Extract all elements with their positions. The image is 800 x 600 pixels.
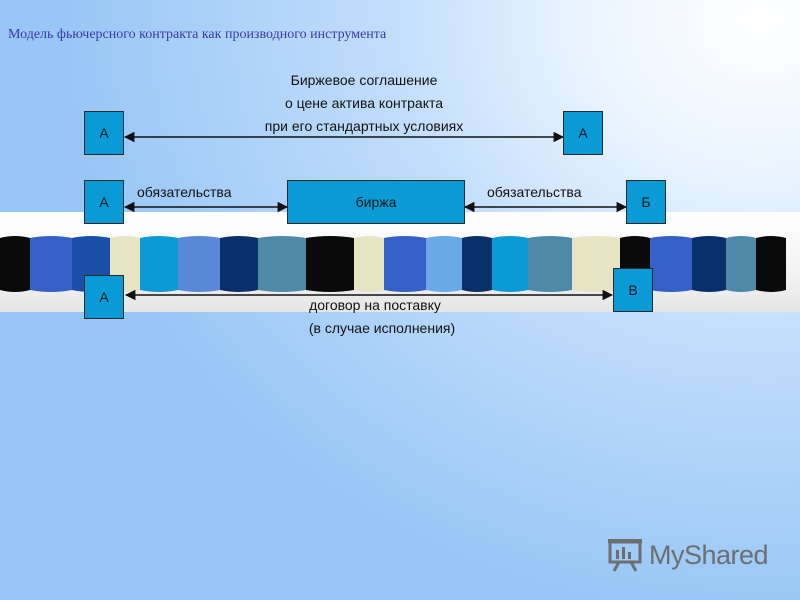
slide-title: Модель фьючерсного контракта как произво… [8,27,387,42]
watermark-text: MyShared [649,539,769,570]
decorative-stripe [30,236,72,292]
exchange-box: биржа [287,180,465,224]
decorative-stripe [650,236,692,292]
party-a-box-row1: А [84,111,124,155]
decorative-stripe [384,236,426,292]
party-v-box: В [613,268,653,312]
decorative-stripe [140,236,178,292]
row1-caption-line2: о цене актива контракта [284,95,444,111]
row1-caption-line3: при его стандартных условиях [264,118,464,134]
row2-right-label: обязательства [487,184,582,200]
party-b-box: Б [626,180,666,224]
decorative-stripe [572,236,620,292]
row3-caption-line1: договор на поставку [309,297,441,313]
party-a-box-row1-right: А [563,111,603,155]
decorative-stripe [178,236,220,292]
decorative-stripe [528,236,572,292]
decorative-stripe [220,236,258,292]
decorative-stripe [258,236,306,292]
decorative-stripe [492,236,528,292]
decorative-stripe [756,236,786,292]
row1-caption-line1: Биржевое соглашение [290,72,438,88]
decorative-stripe [726,236,756,292]
row3-caption-line2: (в случае исполнения) [308,320,456,336]
row2-left-label: обязательства [137,184,232,200]
decorative-stripe [306,236,354,292]
decorative-stripe [426,236,462,292]
myshared-logo: MyShared [607,538,769,572]
decorative-stripe [0,236,30,292]
presentation-board-icon [608,539,642,572]
decorative-stripe [354,236,384,292]
party-a-box-row3: А [84,275,124,319]
decorative-stripe [462,236,492,292]
decorative-stripe [692,236,726,292]
party-a-box-row2: А [84,180,124,224]
